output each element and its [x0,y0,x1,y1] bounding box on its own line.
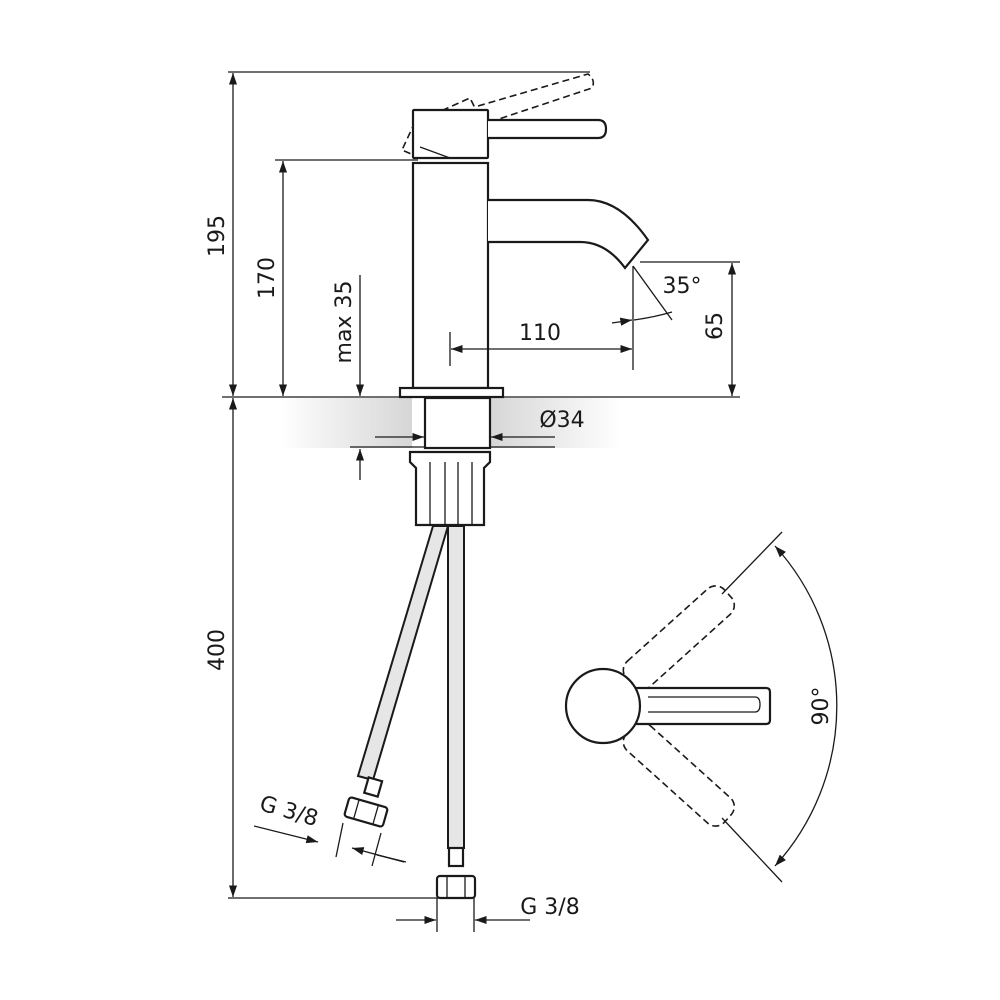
dim-label-g38-right: G 3/8 [520,895,579,920]
angle-ext-line-down [721,817,783,883]
nut-ribs [429,462,473,525]
hose-angled [356,525,450,782]
dim-arrow-g38-left-b [351,847,405,863]
handle-plan-circle [564,667,642,745]
dim-label-110: 110 [519,321,561,346]
dim-label-g38-left: G 3/8 [257,792,321,832]
dim-label-400: 400 [205,629,230,671]
mounting-nut [408,450,492,527]
lever [488,118,608,140]
angle-arc-90 [774,545,838,867]
dim-label-90deg: 90° [809,687,834,726]
shank [423,396,492,450]
dim-label-35deg: 35° [663,274,702,299]
handle-block [411,108,490,160]
hose-fitting-left [343,776,389,828]
base-plate [398,386,505,399]
lever-plan-slot [648,696,761,713]
dim-label-65: 65 [703,312,728,340]
lever-plan-dashed-up [622,585,736,691]
spout [488,198,650,270]
angle-line-35 [632,265,673,321]
deck-shade-left [280,398,412,448]
handle-bevel [419,146,451,159]
angle-arrow-35 [611,317,633,326]
plan-view: 90° [564,531,838,883]
angle-arc-35 [633,311,673,321]
angle-ext-line-up [721,531,783,595]
deck-shade-right [490,398,620,448]
dim-label-max35: max 35 [332,281,357,364]
hose-straight [447,525,465,849]
lever-plan [628,686,772,726]
aerator [627,244,645,265]
dim-arrow-g38-left-a [253,825,319,844]
ext-line-g38-left-b [371,832,382,867]
dim-label-195: 195 [205,215,230,257]
dim-label-170: 170 [255,257,280,299]
ext-line-g38-left-a [335,822,344,858]
dim-label-34: Ø34 [539,408,584,433]
lever-plan-dashed-down [622,721,736,827]
hose-fitting-right [435,846,477,900]
